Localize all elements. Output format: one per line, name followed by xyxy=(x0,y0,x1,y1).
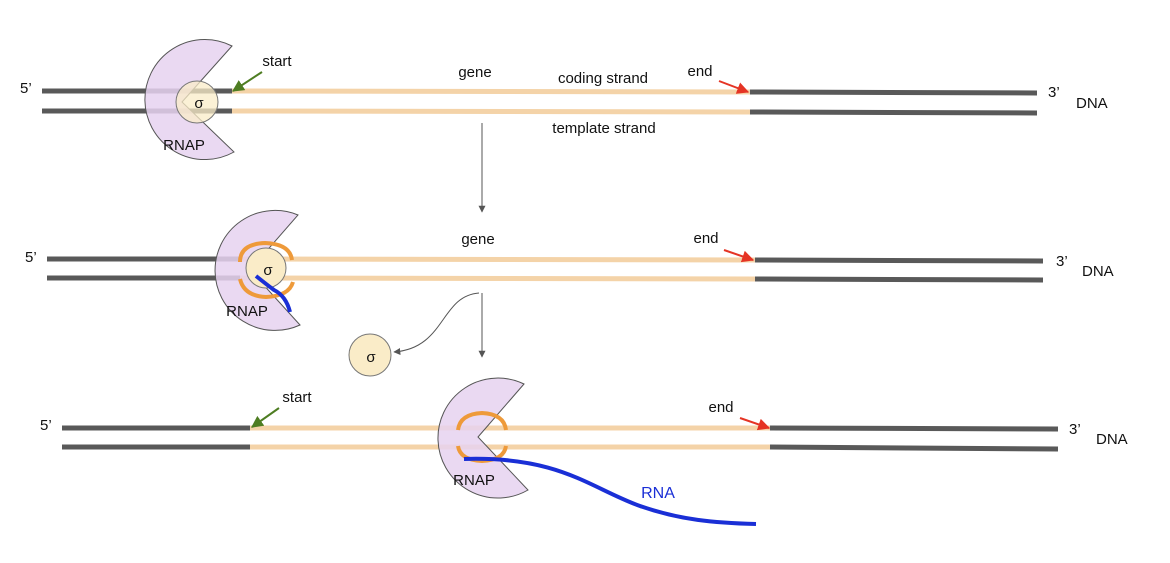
orange-clamp-top xyxy=(456,410,508,431)
coding-strand-right xyxy=(749,89,1038,96)
start-label: start xyxy=(262,53,292,70)
start-label: start xyxy=(282,389,312,406)
end-arrow-icon xyxy=(718,80,750,94)
five-prime-label: 5’ xyxy=(25,249,37,266)
panel-1-initiation: σ RNAP 5’ 3’ DNA gene coding strand temp… xyxy=(20,39,1108,161)
end-label: end xyxy=(687,63,712,80)
coding-strand-right xyxy=(754,257,1044,264)
coding-strand-label: coding strand xyxy=(558,70,648,87)
five-prime-label: 5’ xyxy=(20,80,32,97)
end-arrow-icon xyxy=(723,249,755,263)
template-strand-label: template strand xyxy=(552,120,655,137)
rnap-enzyme xyxy=(214,209,301,331)
end-label: end xyxy=(693,230,718,247)
three-prime-label: 3’ xyxy=(1069,421,1081,438)
start-arrow-icon xyxy=(231,71,263,92)
template-strand-gene xyxy=(231,108,751,115)
three-prime-label: 3’ xyxy=(1048,84,1060,101)
orange-clamp-top xyxy=(238,240,294,263)
end-label: end xyxy=(708,399,733,416)
rnap-label: RNAP xyxy=(163,137,205,154)
nascent-rna xyxy=(254,274,292,313)
panel-3-elongation: RNAP RNA 5’ 3’ DNA start end xyxy=(40,377,1128,526)
gene-label: gene xyxy=(461,231,494,248)
dna-label: DNA xyxy=(1082,263,1114,280)
sigma-label: σ xyxy=(194,95,204,112)
rnap-label: RNAP xyxy=(226,303,268,320)
coding-strand-gene xyxy=(231,88,751,95)
five-prime-label: 5’ xyxy=(40,417,52,434)
gene-label: gene xyxy=(458,64,491,81)
template-strand-right xyxy=(754,276,1044,283)
released-sigma-label: σ xyxy=(366,349,376,366)
coding-strand-right xyxy=(769,425,1059,432)
template-strand-gene xyxy=(239,275,756,282)
sigma-label: σ xyxy=(263,262,273,279)
sigma-release-arrow-icon xyxy=(393,292,480,355)
orange-clamp-bottom xyxy=(238,278,295,300)
rnap-label: RNAP xyxy=(453,472,495,489)
rnap-enzyme xyxy=(144,39,235,161)
template-strand-right xyxy=(769,444,1059,452)
rnap-enzyme xyxy=(437,377,529,499)
sigma-factor xyxy=(175,80,219,124)
rna-transcript xyxy=(463,456,757,526)
coding-strand-gene xyxy=(239,256,756,263)
dna-label: DNA xyxy=(1096,431,1128,448)
template-strand-right xyxy=(749,109,1038,116)
three-prime-label: 3’ xyxy=(1056,253,1068,270)
start-arrow-icon xyxy=(251,407,280,428)
rna-label: RNA xyxy=(641,485,675,502)
released-sigma-factor xyxy=(348,333,392,377)
panel-2-open-complex: σ RNAP 5’ 3’ DNA gene end xyxy=(25,209,1114,331)
orange-clamp-bottom xyxy=(456,445,508,464)
dna-label: DNA xyxy=(1076,95,1108,112)
end-arrow-icon xyxy=(739,417,771,431)
